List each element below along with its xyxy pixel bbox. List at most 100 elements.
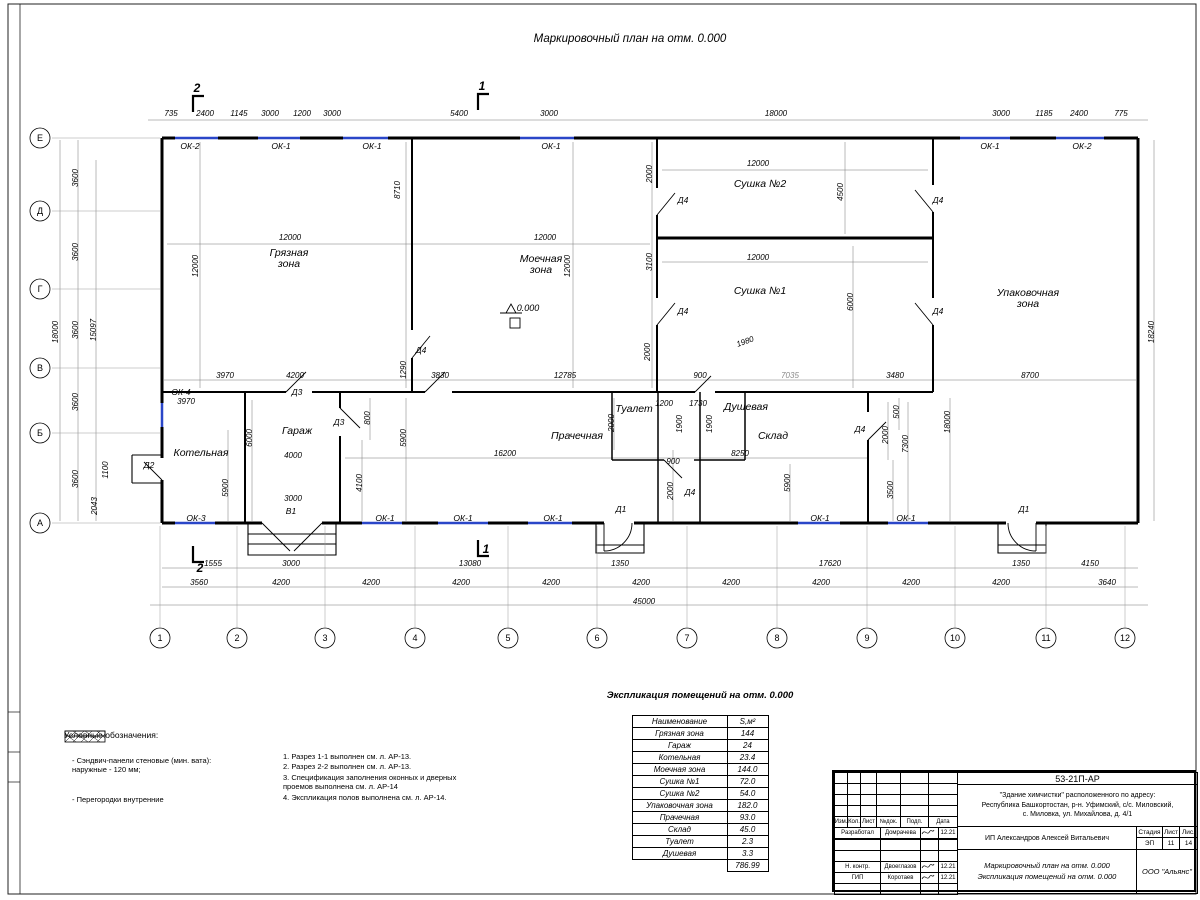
door-tag: Д4 — [677, 195, 689, 205]
axis-bubble — [29, 512, 51, 534]
window-tag: ОК-2 — [180, 141, 199, 151]
room-name-cell: Упаковочная зона — [631, 799, 728, 812]
room-area-cell: 182.0 — [726, 799, 769, 812]
axis-bubble — [29, 278, 51, 300]
axis-bubble — [314, 627, 336, 649]
axis-bubble — [944, 627, 966, 649]
room-area-cell: 54.0 — [726, 787, 769, 800]
section-marks — [191, 92, 489, 564]
dimension-label: 4100 — [355, 474, 364, 492]
room-area-cell: 24 — [726, 739, 769, 752]
axis-bubble — [676, 627, 698, 649]
dimension-label: 3500 — [886, 481, 895, 499]
door-tag: Д4 — [932, 306, 944, 316]
dimension-label: 4200 — [286, 371, 304, 380]
dimension-label: 4000 — [284, 451, 302, 460]
dimension-label: 4200 — [362, 578, 380, 587]
dimension-label: 4200 — [992, 578, 1010, 587]
axis-bubble — [1114, 627, 1136, 649]
porches — [131, 454, 1047, 556]
dimension-label: 735 — [164, 109, 178, 118]
dimension-label: 1145 — [230, 109, 248, 118]
axis-bubble — [29, 200, 51, 222]
schedule-header-area: S,м² — [726, 715, 769, 728]
room-schedule: Экспликация помещений на отм. 0.000 Наим… — [555, 690, 845, 872]
dimension-label: 18000 — [765, 109, 788, 118]
dimension-label: 2400 — [195, 109, 214, 118]
axis-number: 5 — [505, 633, 510, 643]
room-name-cell: Грязная зона — [631, 727, 728, 740]
door-tag: Д2 — [143, 460, 155, 470]
dimension-label: 5900 — [783, 474, 792, 492]
dimension-label: 5400 — [450, 109, 468, 118]
axis-number: 12 — [1120, 633, 1130, 643]
dimension-label: 12000 — [563, 254, 572, 277]
axis-bubble — [29, 127, 51, 149]
dimension-label: 3830 — [431, 371, 449, 380]
room-area-cell: 23.4 — [726, 751, 769, 764]
dimension-label: 3970 — [216, 371, 234, 380]
windows-glazing — [160, 136, 1104, 525]
dimension-label: 2000 — [643, 343, 652, 362]
room-name-cell: Гараж — [631, 739, 728, 752]
dimension-label: 1200 — [293, 109, 311, 118]
window-tag: ОК-1 — [271, 141, 290, 151]
door-tag: Д1 — [615, 504, 627, 514]
legend-item: - Перегородки внутренние — [64, 730, 304, 804]
room-name-cell: Сушка №2 — [631, 787, 728, 800]
dimension-label: 2043 — [90, 497, 99, 516]
dimension-label: 12000 — [534, 233, 557, 242]
axis-bubble — [766, 627, 788, 649]
dimension-label: 1100 — [101, 461, 110, 479]
room-label: Котельная — [174, 447, 229, 459]
dimension-label: 1555 — [204, 559, 222, 568]
room-name-cell: Сушка №1 — [631, 775, 728, 788]
organization-name: ООО "Альянс" — [1136, 849, 1198, 894]
dimension-label: 1980 — [735, 334, 755, 349]
axis-number: 8 — [774, 633, 779, 643]
empty — [880, 883, 921, 896]
signature-mark — [921, 829, 935, 835]
room-name-cell: Душевая — [631, 847, 728, 860]
axis-bubble — [1035, 627, 1057, 649]
note-line: 3. Спецификация заполнения оконных и две… — [283, 772, 457, 792]
empty — [920, 883, 939, 896]
axis-number: 6 — [594, 633, 599, 643]
dimension-label: 3600 — [71, 321, 80, 339]
axis-bubble — [497, 627, 519, 649]
dimension-label: 8700 — [1021, 371, 1039, 380]
axis-letter: А — [37, 518, 43, 528]
schedule-header-name: Наименование — [631, 715, 728, 728]
room-label: Прачечная — [551, 430, 603, 442]
legend-item-label: - Сэндвич-панели стеновые (мин. вата): н… — [72, 756, 212, 775]
dimension-label: 5900 — [399, 429, 408, 447]
window-tag: ОК-2 — [1072, 141, 1091, 151]
axis-number: 10 — [950, 633, 960, 643]
floor-type-mark — [509, 317, 521, 329]
door-tag: Д4 — [684, 487, 696, 497]
schedule-total-row: 786.99 — [632, 859, 769, 872]
axis-bubble — [404, 627, 426, 649]
room-area-cell: 45.0 — [726, 823, 769, 836]
room-area-cell: 144 — [726, 727, 769, 740]
door-tag: Д4 — [677, 306, 689, 316]
dimension-label: 3640 — [1098, 578, 1116, 587]
gate-tag: В1 — [286, 506, 297, 516]
dimension-label: 1350 — [611, 559, 629, 568]
door-tag: Д4 — [415, 345, 427, 355]
object-address: "Здание химчистки" расположенного по адр… — [957, 784, 1198, 827]
dimension-label: 1730 — [689, 399, 707, 408]
dimension-label: 3970 — [177, 397, 195, 406]
dimension-label: 16200 — [494, 449, 517, 458]
dimension-label: 900 — [693, 371, 707, 380]
dimension-label: 2000 — [881, 426, 890, 445]
dimension-label: 5900 — [221, 479, 230, 497]
